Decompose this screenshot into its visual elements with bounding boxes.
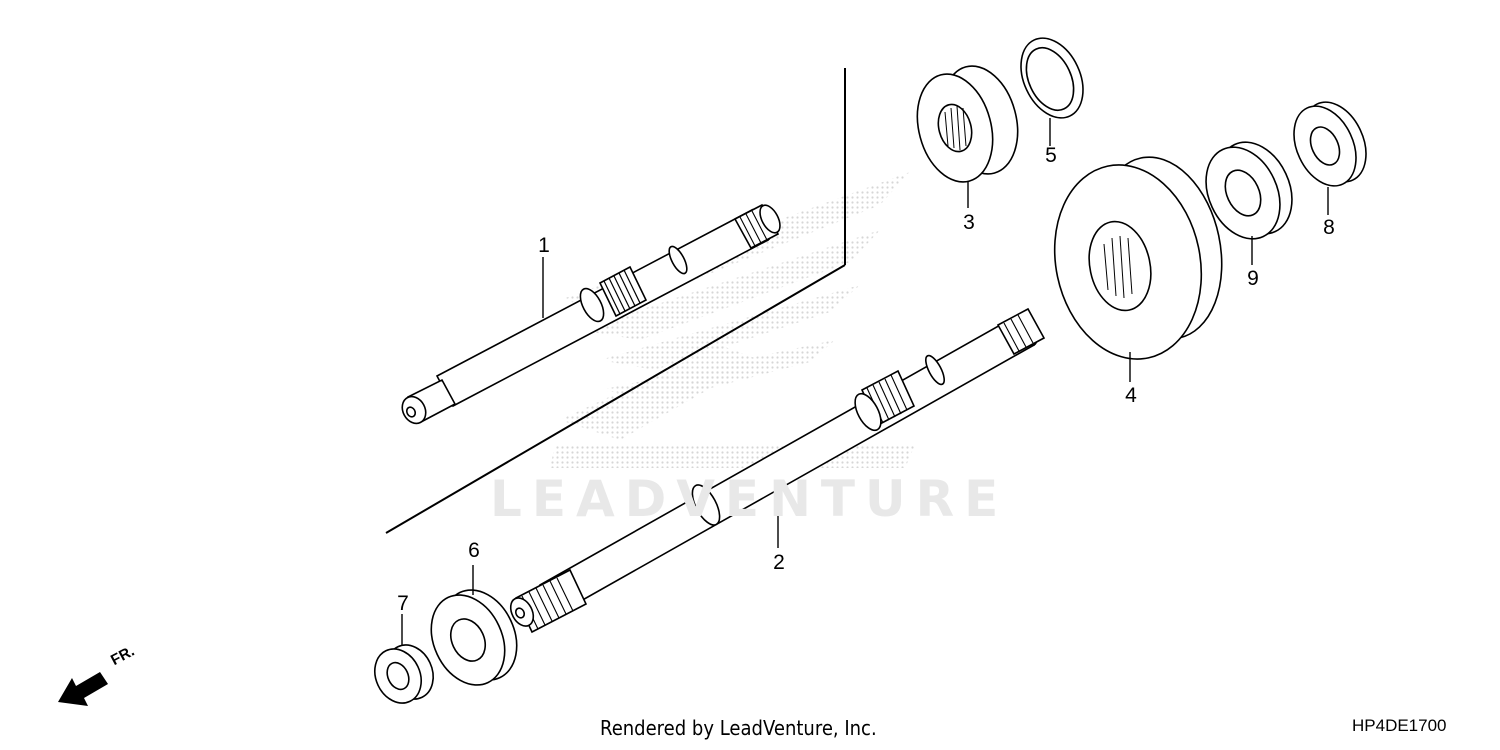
callout-9[interactable]: 9 [1247, 267, 1259, 290]
bearing-part-8[interactable] [1282, 92, 1378, 196]
bearing-part-9[interactable] [1192, 130, 1306, 251]
callout-4[interactable]: 4 [1125, 384, 1137, 407]
shaft-lower-part-2[interactable] [506, 307, 1046, 634]
gear-small-part-3[interactable] [906, 58, 1029, 191]
gear-large-part-4[interactable] [1037, 146, 1238, 373]
reference-lines [385, 68, 846, 534]
leader-lines [401, 118, 1329, 645]
callout-6[interactable]: 6 [468, 539, 480, 562]
shaft-upper-part-1[interactable] [398, 202, 784, 428]
callout-2[interactable]: 2 [773, 551, 785, 574]
render-credit: Rendered by LeadVenture, Inc. [600, 716, 877, 740]
bearing-part-6[interactable] [417, 578, 530, 697]
callout-7[interactable]: 7 [397, 592, 409, 615]
front-direction-arrow-icon [58, 672, 108, 706]
diagram-code: HP4DE1700 [1352, 716, 1447, 735]
callout-3[interactable]: 3 [963, 211, 975, 234]
callout-5[interactable]: 5 [1045, 144, 1057, 167]
washer-part-5[interactable] [1009, 28, 1095, 128]
callout-8[interactable]: 8 [1323, 216, 1335, 239]
seal-part-7[interactable] [366, 637, 442, 710]
watermark-text: LEADVENTURE [490, 470, 1009, 528]
callout-1[interactable]: 1 [538, 234, 550, 257]
